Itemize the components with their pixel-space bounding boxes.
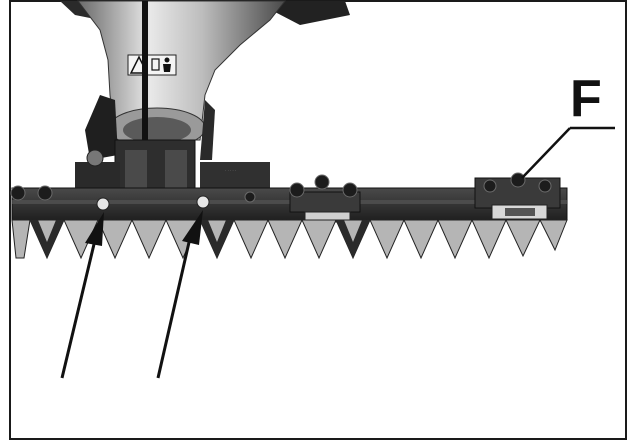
callout-leader-line [521, 127, 571, 179]
arrow-left [60, 212, 104, 379]
right-screw [196, 195, 210, 209]
bolt-heads [10, 172, 552, 203]
svg-text:· · · · ·: · · · · · [225, 168, 236, 173]
drive-shaft [142, 1, 148, 216]
machine-body-right [270, 1, 350, 25]
warning-hand-icon [127, 54, 177, 76]
callout-label-f: F [570, 70, 602, 128]
arrow-right [156, 210, 203, 379]
left-screw [96, 197, 110, 211]
